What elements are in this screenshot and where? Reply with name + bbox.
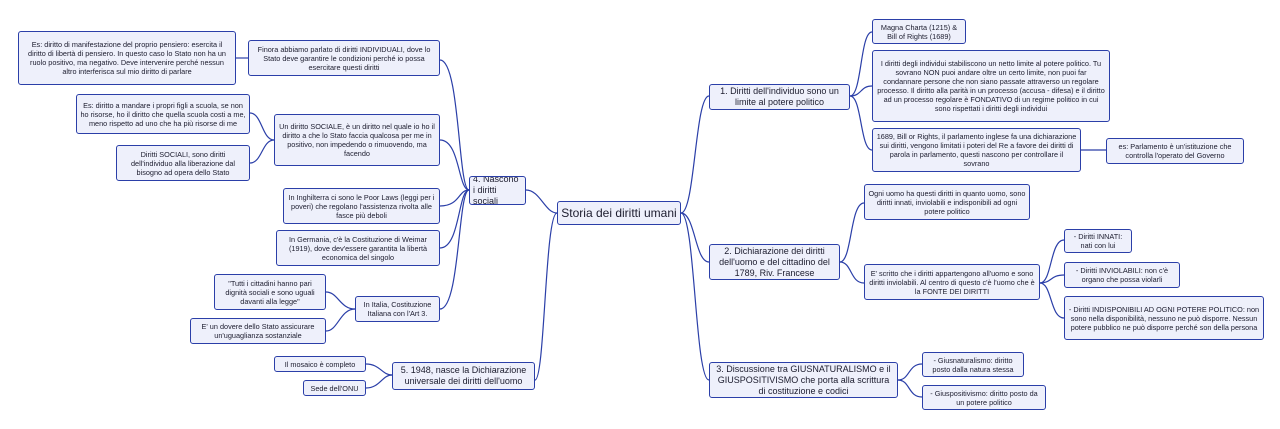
branch-1-node[interactable]: 1. Diritti dell'individuo sono un limite… — [709, 84, 850, 110]
branch-3-label: 3. Discussione tra GIUSNATURALISMO e il … — [716, 363, 891, 396]
dovere-stato-text: E' un dovere dello Stato assicurare un'u… — [201, 322, 315, 340]
diritti-inviolabili-text: - Diritti INVIOLABILI: non c'è organo ch… — [1075, 266, 1169, 284]
branch-2-label: 2. Dichiarazione dei diritti dell'uomo e… — [719, 245, 830, 278]
root-topic-label: Storia dei diritti umani — [561, 206, 677, 220]
mosaico-node[interactable]: Il mosaico è completo — [274, 356, 366, 372]
parlamento-node[interactable]: es: Parlamento è un'istituzione che cont… — [1106, 138, 1244, 164]
es-pensiero-text: Es: diritto di manifestazione del propri… — [28, 40, 226, 76]
branch-3-node[interactable]: 3. Discussione tra GIUSNATURALISMO e il … — [709, 362, 898, 398]
diritti-innati-node[interactable]: - Diritti INNATI: nati con lui — [1064, 229, 1132, 253]
diritti-indisponibili-text: - Diritti INDISPONIBILI AD OGNI POTERE P… — [1068, 304, 1260, 332]
branch-4-label: 4. Nascono i diritti sociali — [473, 176, 519, 205]
branch-5-node[interactable]: 5. 1948, nasce la Dichiarazione universa… — [392, 362, 535, 390]
diritti-innati-text: - Diritti INNATI: nati con lui — [1073, 232, 1123, 250]
ogni-uomo-node[interactable]: Ogni uomo ha questi diritti in quanto uo… — [864, 184, 1030, 220]
germania-node[interactable]: In Germania, c'è la Costituzione di Weim… — [276, 230, 440, 266]
sociale-node[interactable]: Un diritto SOCIALE, è un diritto nel qua… — [274, 114, 440, 166]
dovere-stato-node[interactable]: E' un dovere dello Stato assicurare un'u… — [190, 318, 326, 344]
individuali-text: Finora abbiamo parlato di diritti INDIVI… — [257, 44, 431, 72]
es-pensiero-node[interactable]: Es: diritto di manifestazione del propri… — [18, 31, 236, 85]
inghilterra-text: In Inghilterra ci sono le Poor Laws (leg… — [288, 192, 435, 220]
es-scuola-text: Es: diritto a mandare i propri figli a s… — [80, 100, 246, 128]
italia-node[interactable]: In Italia, Costituzione Italiana con l'A… — [355, 296, 440, 322]
ogni-uomo-text: Ogni uomo ha questi diritti in quanto uo… — [868, 188, 1026, 216]
sede-onu-text: Sede dell'ONU — [310, 383, 359, 393]
giusnaturalismo-node[interactable]: - Giusnaturalismo: diritto posto dalla n… — [922, 352, 1024, 377]
sociale-text: Un diritto SOCIALE, è un diritto nel qua… — [279, 122, 435, 158]
branch-1-label: 1. Diritti dell'individuo sono un limite… — [720, 86, 839, 107]
bill-of-rights-text: 1689, Bill or Rights, il parlamento ingl… — [876, 132, 1077, 168]
inghilterra-node[interactable]: In Inghilterra ci sono le Poor Laws (leg… — [283, 188, 440, 224]
limite-potere-node[interactable]: I diritti degli individui stabiliscono u… — [872, 50, 1110, 122]
branch-2-node[interactable]: 2. Dichiarazione dei diritti dell'uomo e… — [709, 244, 840, 280]
fonte-diritti-text: E' scritto che i diritti appartengono al… — [869, 268, 1035, 296]
diritti-sociali-node[interactable]: Diritti SOCIALI, sono diritti dell'indiv… — [116, 145, 250, 181]
diritti-indisponibili-node[interactable]: - Diritti INDISPONIBILI AD OGNI POTERE P… — [1064, 296, 1264, 340]
magna-charta-node[interactable]: Magna Charta (1215) & Bill of Rights (16… — [872, 19, 966, 44]
diritti-sociali-text: Diritti SOCIALI, sono diritti dell'indiv… — [130, 149, 236, 177]
giuspositivismo-text: - Giuspositivismo: diritto posto da un p… — [930, 388, 1038, 407]
tutti-cittadini-text: "Tutti i cittadini hanno pari dignità so… — [225, 278, 315, 306]
italia-text: In Italia, Costituzione Italiana con l'A… — [363, 300, 432, 318]
giusnaturalismo-text: - Giusnaturalismo: diritto posto dalla n… — [932, 355, 1014, 374]
bill-of-rights-node[interactable]: 1689, Bill or Rights, il parlamento ingl… — [872, 128, 1081, 172]
parlamento-text: es: Parlamento è un'istituzione che cont… — [1118, 142, 1232, 160]
tutti-cittadini-node[interactable]: "Tutti i cittadini hanno pari dignità so… — [214, 274, 326, 310]
root-topic[interactable]: Storia dei diritti umani — [557, 201, 681, 225]
branch-4-node[interactable]: 4. Nascono i diritti sociali — [469, 176, 526, 205]
mosaico-text: Il mosaico è completo — [284, 359, 356, 369]
diritti-inviolabili-node[interactable]: - Diritti INVIOLABILI: non c'è organo ch… — [1064, 262, 1180, 288]
branch-5-label: 5. 1948, nasce la Dichiarazione universa… — [400, 365, 527, 386]
limite-potere-text: I diritti degli individui stabiliscono u… — [877, 59, 1105, 113]
es-scuola-node[interactable]: Es: diritto a mandare i propri figli a s… — [76, 94, 250, 134]
individuali-node[interactable]: Finora abbiamo parlato di diritti INDIVI… — [248, 40, 440, 76]
germania-text: In Germania, c'è la Costituzione di Weim… — [288, 234, 428, 262]
magna-charta-text: Magna Charta (1215) & Bill of Rights (16… — [880, 22, 958, 41]
giuspositivismo-node[interactable]: - Giuspositivismo: diritto posto da un p… — [922, 385, 1046, 410]
fonte-diritti-node[interactable]: E' scritto che i diritti appartengono al… — [864, 264, 1040, 300]
sede-onu-node[interactable]: Sede dell'ONU — [303, 380, 366, 396]
